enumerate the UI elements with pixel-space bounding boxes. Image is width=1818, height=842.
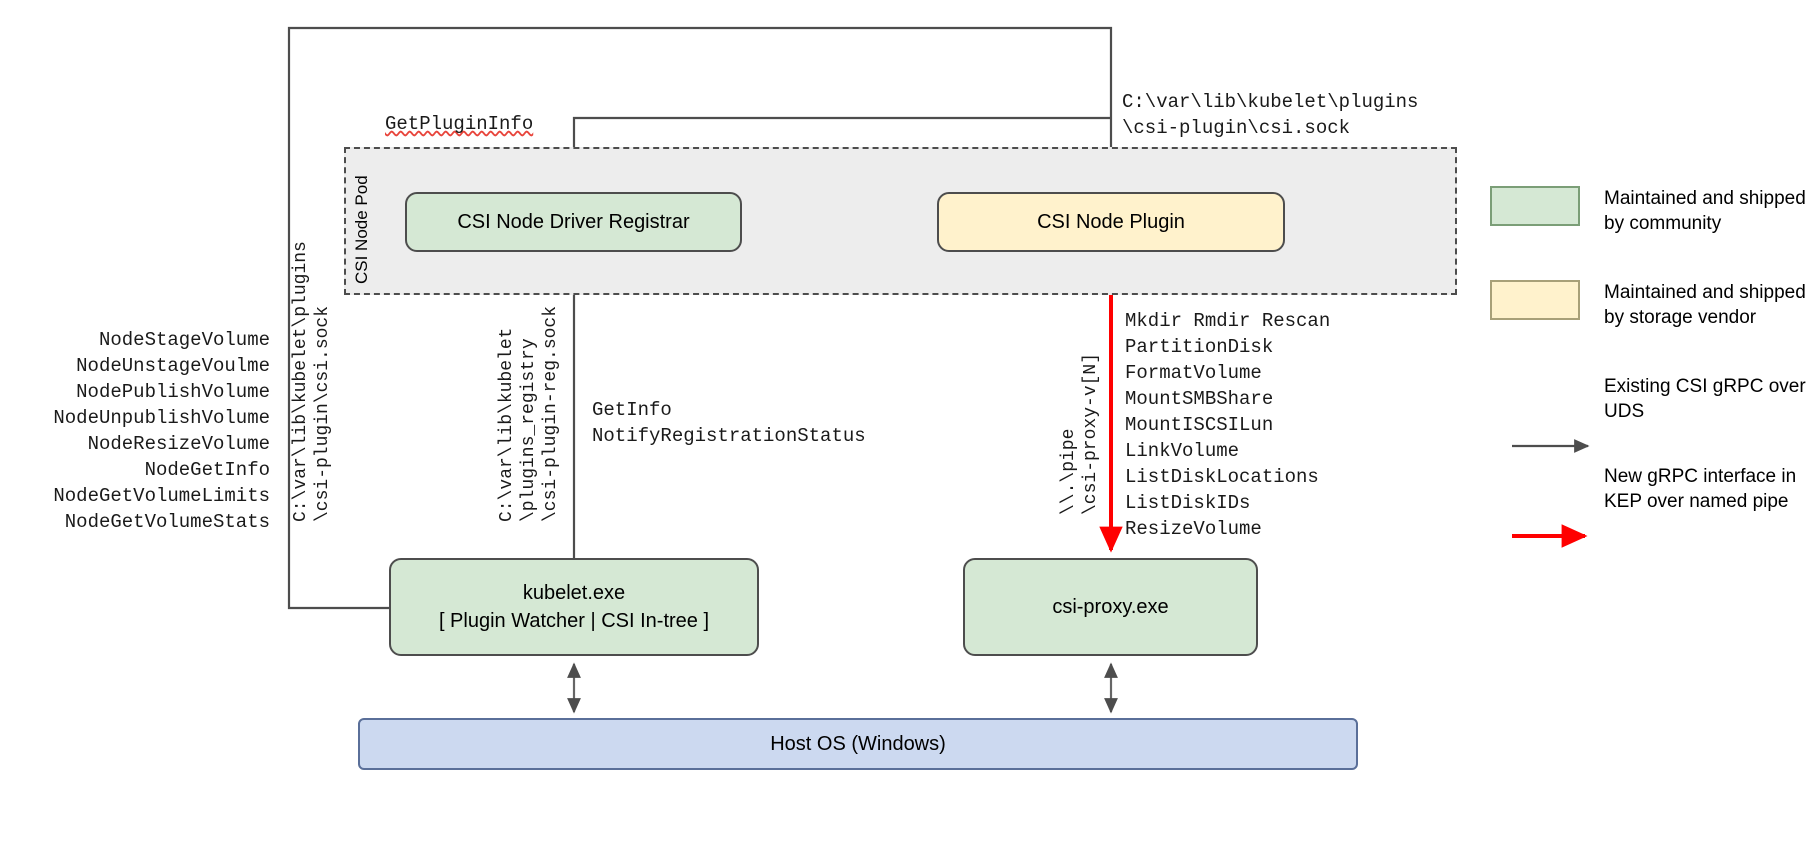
box-host-os-label: Host OS (Windows) <box>770 732 946 755</box>
legend-item-new-grpc: New gRPC interface in KEP over named pip… <box>1490 464 1810 514</box>
box-kubelet-exe[interactable]: kubelet.exe [ Plugin Watcher | CSI In-tr… <box>389 558 759 656</box>
list-item: NodeUnstageVoulme <box>76 355 270 377</box>
list-item: NodeGetVolumeStats <box>64 511 270 533</box>
legend-arrow-gray-icon <box>1490 374 1580 414</box>
label-named-pipe-rotated: \\.\pipe \csi-proxy-v[N] <box>1059 352 1101 515</box>
box-csi-node-driver-registrar[interactable]: CSI Node Driver Registrar <box>405 192 742 252</box>
list-item: ResizeVolume <box>1125 518 1262 540</box>
legend-item-storage-vendor-label: Maintained and shipped by storage vendor <box>1604 282 1806 328</box>
list-item: LinkVolume <box>1125 440 1240 462</box>
legend-item-existing-grpc: Existing CSI gRPC over UDS <box>1490 374 1810 424</box>
list-item: FormatVolume <box>1125 362 1262 384</box>
label-csi-sock-path-rotated: C:\var\lib\kubelet\plugins \csi-plugin\c… <box>291 241 333 522</box>
list-item: NodeResizeVolume <box>87 433 270 455</box>
legend-item-community: Maintained and shipped by community <box>1490 186 1810 236</box>
list-item: Mkdir Rmdir Rescan <box>1125 310 1331 332</box>
list-item: NodeStageVolume <box>98 329 270 351</box>
label-plugins-registry-path-rotated: C:\var\lib\kubelet \plugins_registry \cs… <box>497 305 561 522</box>
box-host-os[interactable]: Host OS (Windows) <box>358 718 1358 770</box>
list-item: MountSMBShare <box>1125 388 1274 410</box>
box-csi-proxy-exe-label: csi-proxy.exe <box>1052 596 1169 618</box>
legend-swatch-yellow-icon <box>1490 280 1580 320</box>
list-item: ListDiskLocations <box>1125 466 1319 488</box>
list-item: PartitionDisk <box>1125 336 1274 358</box>
label-get-plugin-info: GetPluginInfo <box>385 113 534 135</box>
list-item: NodeGetVolumeLimits <box>53 485 270 507</box>
legend-item-community-label: Maintained and shipped by community <box>1604 188 1806 234</box>
list-item: MountISCSILun <box>1125 414 1274 436</box>
label-csi-sock-path: C:\var\lib\kubelet\plugins \csi-plugin\c… <box>1122 91 1419 139</box>
legend-item-existing-grpc-label: Existing CSI gRPC over UDS <box>1604 376 1806 422</box>
legend-arrow-red-icon <box>1490 464 1580 504</box>
box-kubelet-exe-label: kubelet.exe <box>522 582 626 604</box>
legend-swatch-green-icon <box>1490 186 1580 226</box>
box-csi-proxy-exe[interactable]: csi-proxy.exe <box>963 558 1258 656</box>
legend-item-new-grpc-label: New gRPC interface in KEP over named pip… <box>1604 466 1797 512</box>
csi-node-pod-label: CSI Node Pod <box>352 175 371 285</box>
box-csi-node-driver-registrar-label: CSI Node Driver Registrar <box>457 211 690 233</box>
list-item: NodePublishVolume <box>76 381 270 403</box>
box-csi-node-plugin[interactable]: CSI Node Plugin <box>937 192 1285 252</box>
box-kubelet-exe-sublabel: [ Plugin Watcher | CSI In-tree ] <box>438 610 710 632</box>
legend-item-storage-vendor: Maintained and shipped by storage vendor <box>1490 280 1810 330</box>
list-item: ListDiskIDs <box>1125 492 1251 514</box>
box-csi-node-plugin-label: CSI Node Plugin <box>1037 211 1185 233</box>
list-item: NodeGetInfo <box>144 459 270 481</box>
list-item: NodeUnpublishVolume <box>53 407 270 429</box>
label-registration-calls: GetInfo NotifyRegistrationStatus <box>592 399 866 447</box>
